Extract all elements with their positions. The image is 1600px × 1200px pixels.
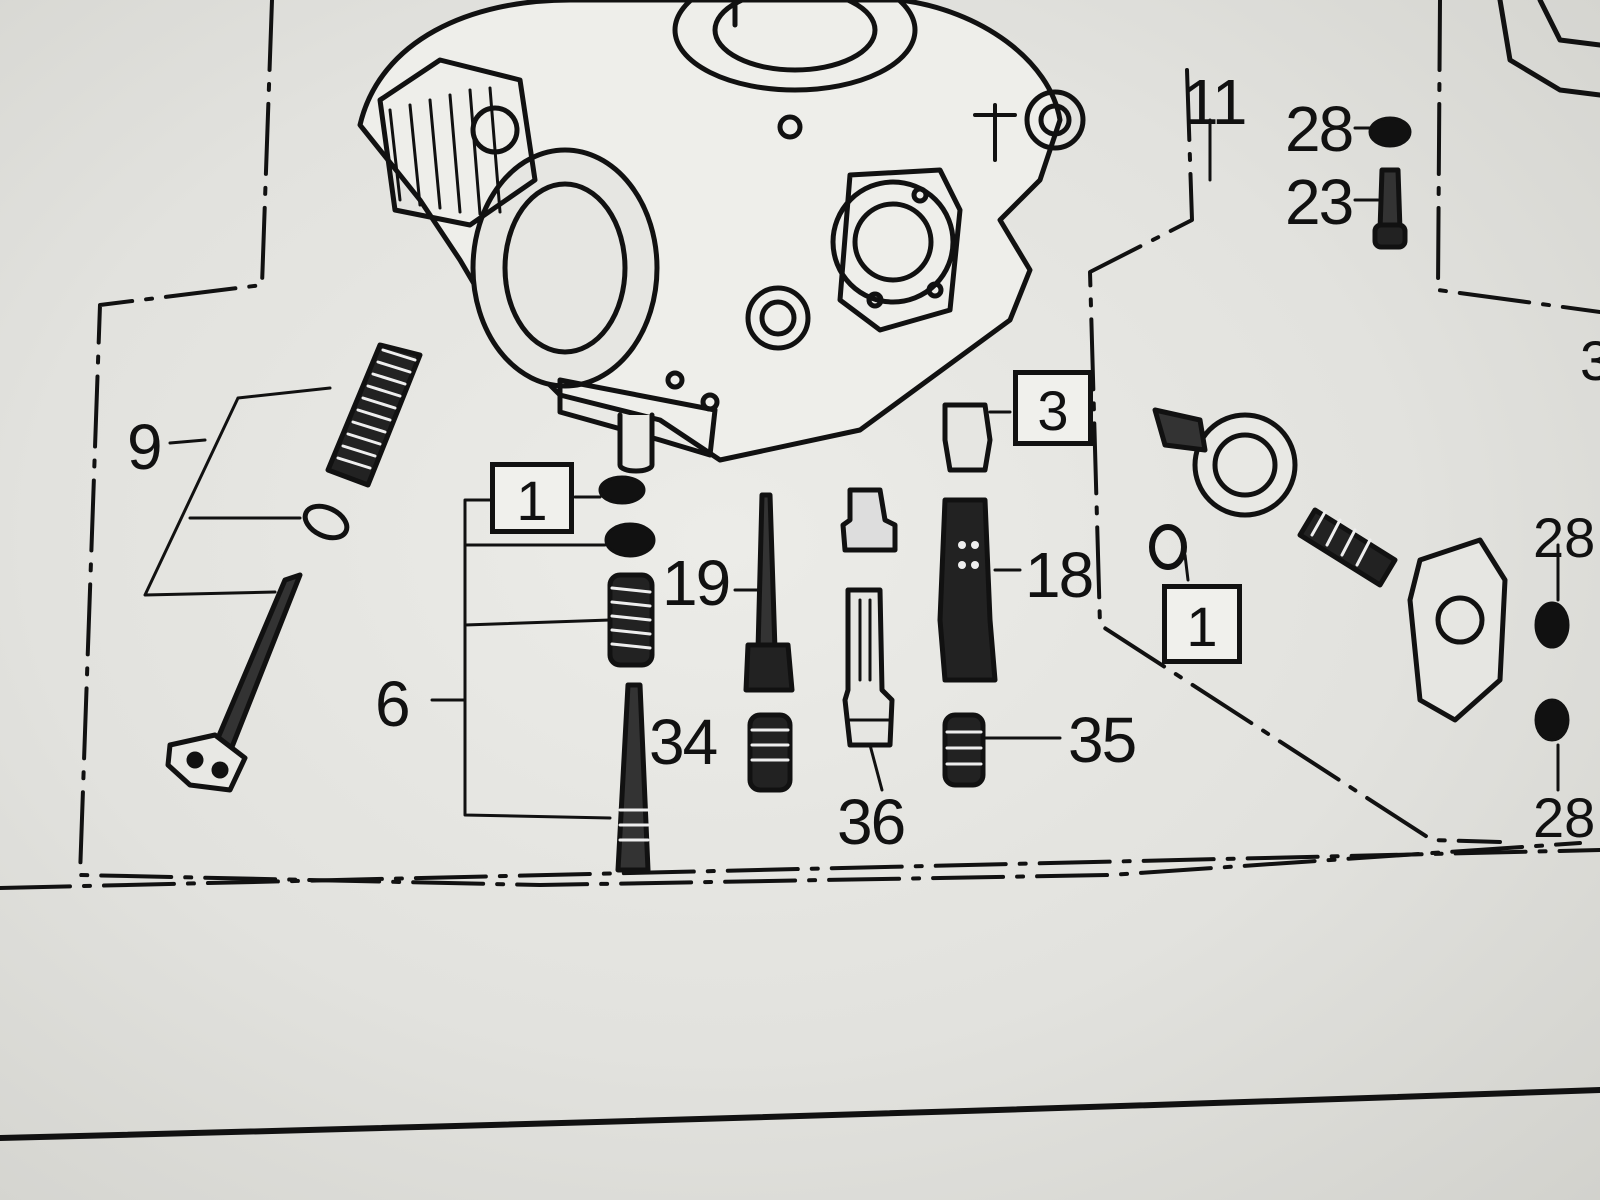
part-6-spring [607,572,655,668]
part-jet-cap [840,487,898,553]
part-6-screw [615,682,651,873]
part-9-washer [302,503,350,541]
carburetor-body [357,0,1086,474]
part-28-nut-top [1368,116,1412,148]
callout-18: 18 [1025,539,1094,611]
callout-19: 19 [662,547,731,619]
callout-23: 23 [1285,166,1354,238]
callout-28-right-upper: 28 [1533,506,1596,569]
part-28-right-upper [1534,601,1570,649]
leader-1b [1183,553,1190,582]
callout-34: 34 [649,706,718,778]
callout-35: 35 [1068,704,1137,776]
callout-3-cut: 3 [1580,329,1600,392]
part-9-spring [325,342,423,488]
group-frame-lines [0,0,1600,890]
callout-1-boxed-left: 1 [490,462,574,534]
callout-6: 6 [375,668,411,740]
part-9-screw [165,572,303,793]
part-28-right-lower [1534,698,1570,742]
leader-36 [868,743,884,792]
top-right-cutoff-drawing [1497,0,1600,98]
part-11-housing [1407,537,1508,723]
part-11-oring [1149,524,1187,570]
part-3-jet [942,402,993,473]
callout-36: 36 [837,786,906,858]
part-11-diaphragm-cover [1152,407,1298,518]
part-34 [747,712,793,793]
part-35 [942,712,986,788]
part-36-jet [842,587,895,748]
callout-9: 9 [127,411,163,483]
leader-6 [430,495,612,820]
part-19-needle [743,492,795,693]
leader-9 [143,386,332,597]
page-bottom-rule [0,1087,1600,1141]
part-6-washer-bottom [604,522,656,558]
callout-28-top: 28 [1285,93,1354,165]
callout-1-boxed-right: 1 [1162,584,1242,664]
callout-28-right-lower: 28 [1533,786,1596,849]
part-18-tube [937,497,998,683]
callout-3-boxed: 3 [1013,370,1093,446]
callout-11: 11 [1183,66,1247,138]
part-11-spring [1297,507,1398,588]
part-23-screw [1372,167,1408,250]
part-6-washer-top [598,475,646,505]
